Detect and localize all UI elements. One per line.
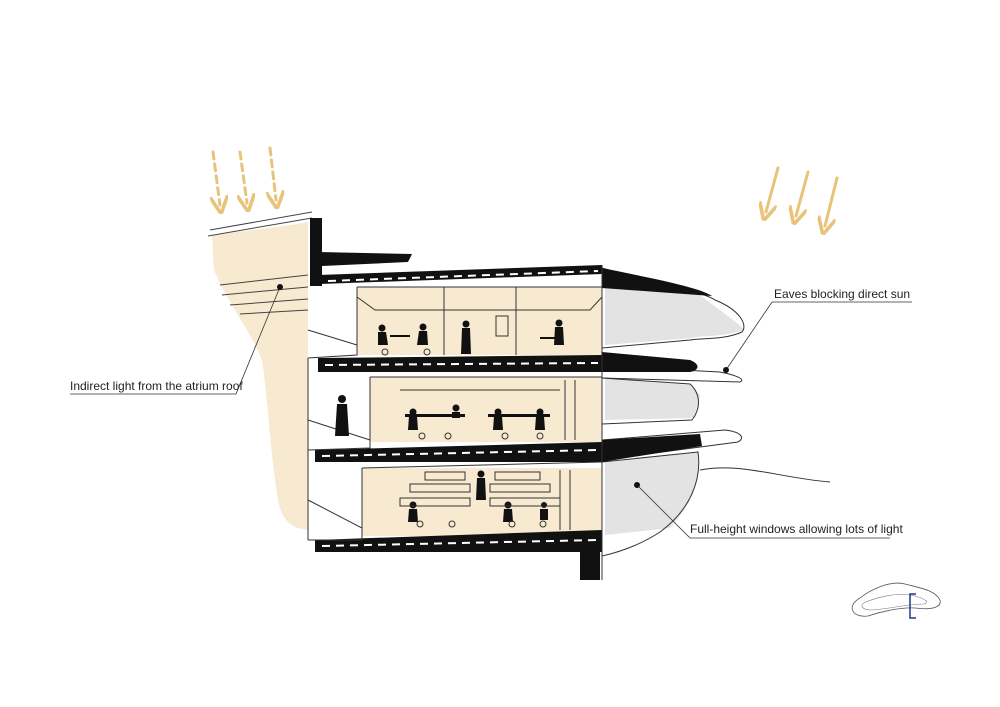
sun-arrow-icon — [270, 146, 276, 200]
exterior-shade — [605, 285, 745, 535]
person-icon — [493, 408, 503, 430]
desk-icon — [488, 414, 550, 417]
person-icon — [335, 395, 349, 436]
label-windows: Full-height windows allowing lots of lig… — [690, 522, 903, 536]
leader-dots — [277, 284, 729, 488]
key-plan-icon — [851, 582, 941, 619]
desk-icon — [390, 335, 410, 337]
person-icon — [554, 319, 564, 345]
person-icon — [503, 501, 513, 522]
person-icon — [408, 501, 418, 522]
sun-arrow-icon — [825, 176, 839, 226]
roof-slab — [310, 218, 712, 296]
leader-lines — [70, 286, 912, 539]
atrium-roof — [207, 211, 313, 315]
sun-arrow-icon — [213, 150, 220, 205]
person-icon — [408, 408, 418, 430]
label-eaves: Eaves blocking direct sun — [774, 287, 910, 301]
occupants — [335, 315, 564, 522]
atrium-light-glow — [212, 222, 308, 530]
person-icon — [476, 470, 486, 500]
ceiling-lights — [321, 270, 599, 547]
sun-arrow-icon — [766, 166, 780, 212]
person-icon — [461, 320, 471, 354]
person-icon — [540, 502, 548, 520]
desk-rows — [381, 348, 561, 528]
label-atrium-light: Indirect light from the atrium roof — [70, 379, 243, 393]
direct-sun-arrows — [766, 166, 839, 226]
sun-arrow-icon — [796, 170, 810, 216]
desk-icon — [405, 414, 465, 417]
floor-slabs — [315, 352, 702, 580]
person-icon — [535, 408, 545, 430]
atrium-sun-arrows — [213, 146, 276, 205]
desk-icon — [540, 337, 558, 339]
person-icon — [417, 323, 428, 345]
floor-outlines — [307, 265, 603, 580]
person-icon — [378, 324, 388, 345]
wall-panel — [495, 315, 509, 337]
sun-arrow-icon — [240, 150, 247, 203]
facade-outline — [601, 267, 831, 557]
